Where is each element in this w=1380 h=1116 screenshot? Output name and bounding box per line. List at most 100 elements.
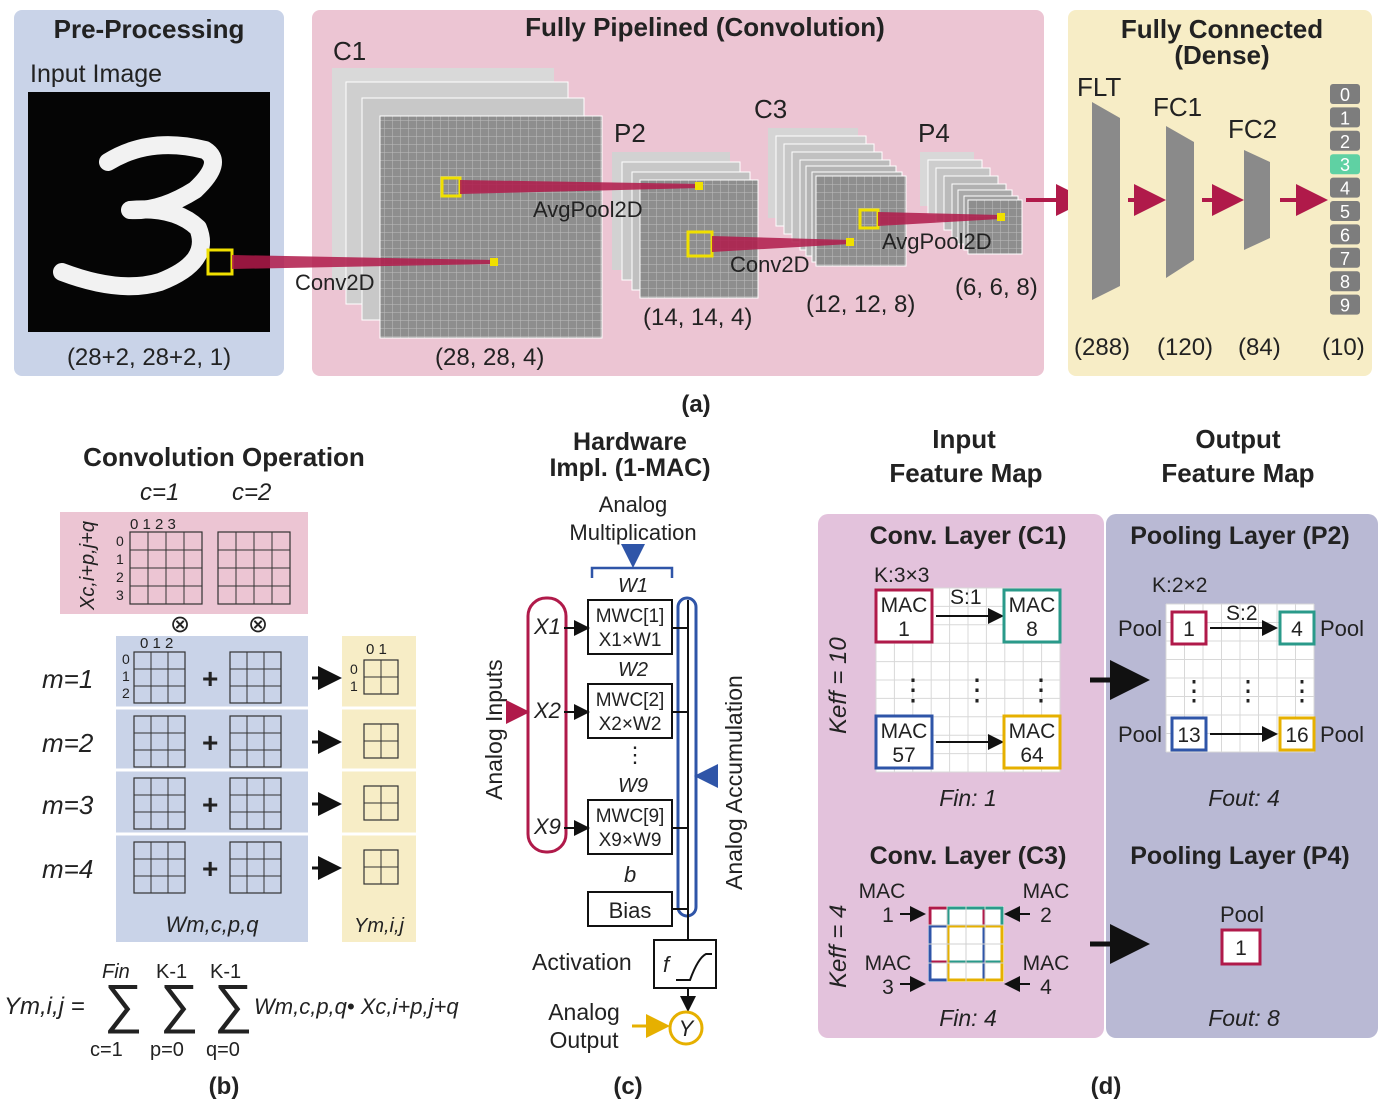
avgpool2d-op-2: AvgPool2D [882,229,992,254]
w-grid-c1 [133,651,186,704]
sum1-top: Fin [102,961,130,983]
plus-sign: + [202,727,218,758]
pool-p4-title: Pooling Layer (P4) [1130,842,1349,870]
digit-cell [1330,84,1360,104]
y-row-index: 0 [350,661,358,677]
y-grid [363,785,399,821]
conv2d-op-1: Conv2D [295,270,374,295]
x1-label: X1 [533,614,561,639]
m-row-label: m=1 [42,664,93,694]
m-row-label: m=2 [42,728,94,758]
digit-label: 4 [1340,179,1350,199]
w-col-index: 0 1 2 [140,635,173,652]
m-row-label: m=4 [42,854,93,884]
mwc-ellipsis: ⋮ [624,742,646,767]
digit-cell [1330,130,1360,151]
pool13-num: 13 [1177,724,1200,747]
mac57-num: 57 [892,744,915,767]
panel-a: Pre-Processing Input Image (28+2, 28+2, … [14,10,1372,418]
sum1-bottom: c=1 [90,1039,123,1061]
caption-a: (a) [681,391,710,418]
c3-target-pixel [846,238,854,246]
digit-label: 5 [1340,202,1350,222]
fc2-label: FC2 [1228,114,1277,144]
mwc9-box [587,799,673,855]
panel-c: Hardware Impl. (1-MAC) Analog Multiplica… [481,428,747,1100]
w-grid-c1 [133,777,186,830]
y-col-index: 0 1 [366,641,387,658]
digit-label: 0 [1340,85,1350,105]
mac-c3-1-num: 1 [882,904,894,927]
y-grid [363,659,399,695]
pool-label-1: Pool [1118,616,1162,641]
analog-output-1: Analog [548,999,620,1025]
mac1-num: 1 [898,618,910,641]
pool1-num: 1 [1183,618,1195,641]
mac64-box [1002,714,1062,770]
pre-processing-title: Pre-Processing [54,14,245,44]
digit-cell [1330,224,1360,245]
digit-cell [1330,154,1360,175]
c3-label: C3 [754,94,787,124]
x-grid-c2 [217,531,291,605]
fin-1: Fin: 1 [939,785,997,811]
analog-output-2: Output [549,1027,619,1053]
conv2d-op-2: Conv2D [730,252,809,277]
outputs-region [342,636,416,942]
b-label: b [624,862,636,887]
plus-sign: + [202,853,218,884]
w-row-index: 2 [122,685,130,701]
s2-label: S:2 [1226,602,1258,625]
sum-2: ∑ [160,974,199,1034]
in-fm-title-1: Input [932,424,996,454]
formula-body: Wm,c,p,q• Xc,i+p,j+q [254,994,459,1019]
mac-c3-1-label: MAC [859,880,906,903]
keff-10: Keff = 10 [825,637,852,734]
x2-label: X2 [533,698,561,723]
conv-c1-title: Conv. Layer (C1) [870,522,1067,550]
fc-title-1: Fully Connected [1121,14,1323,44]
sum3-bottom: q=0 [206,1039,240,1061]
w-grid-c1 [133,715,186,768]
p4-pool-num: 1 [1235,937,1247,960]
flt-dim: (288) [1074,334,1130,361]
w1-label: W1 [618,575,648,597]
pool-p2-title: Pooling Layer (P2) [1130,522,1349,550]
x9-label: X9 [533,814,561,839]
keff-4: Keff = 4 [825,905,852,988]
digit-cell [1330,247,1360,268]
pool1-box [1170,610,1208,646]
output-y: Y [679,1016,695,1041]
hw-title-1: Hardware [573,428,687,456]
x-col-index: 0 1 2 3 [130,516,176,533]
m-row-label: m=3 [42,790,94,820]
flt-layer [1092,102,1120,300]
k33-label: K:3×3 [874,564,929,587]
out-dim: (10) [1322,334,1365,361]
mac-c3-4-num: 4 [1040,976,1052,999]
x-row-index: 3 [116,587,124,603]
digit-cell [1330,271,1360,292]
p2-dim: (14, 14, 4) [643,304,752,331]
mac1-label: MAC [881,594,928,617]
digit-label: 2 [1340,132,1350,152]
fc-title-2: (Dense) [1174,40,1269,70]
w2-label: W2 [618,659,648,681]
plus-sign: + [202,789,218,820]
digit-label: 1 [1340,108,1350,128]
mac-c3-4-label: MAC [1023,952,1070,975]
panel-d: Input Feature Map Output Feature Map Con… [818,424,1378,1100]
fin-4: Fin: 4 [939,1005,997,1031]
input-dim: (28+2, 28+2, 1) [67,344,231,371]
x-input-label: Xc,i+p,j+q [77,521,99,611]
sum3-top: K-1 [210,961,241,983]
digit-label: 6 [1340,225,1350,245]
digit-label: 3 [1340,155,1350,175]
panel-b: Convolution Operation c=1 c=2 Xc,i+p,j+q… [4,442,459,1100]
conv-c3-title: Conv. Layer (C3) [870,842,1067,870]
c2-heading: c=2 [232,479,271,506]
fc2-layer [1244,150,1270,250]
activation-f: f [663,952,672,977]
